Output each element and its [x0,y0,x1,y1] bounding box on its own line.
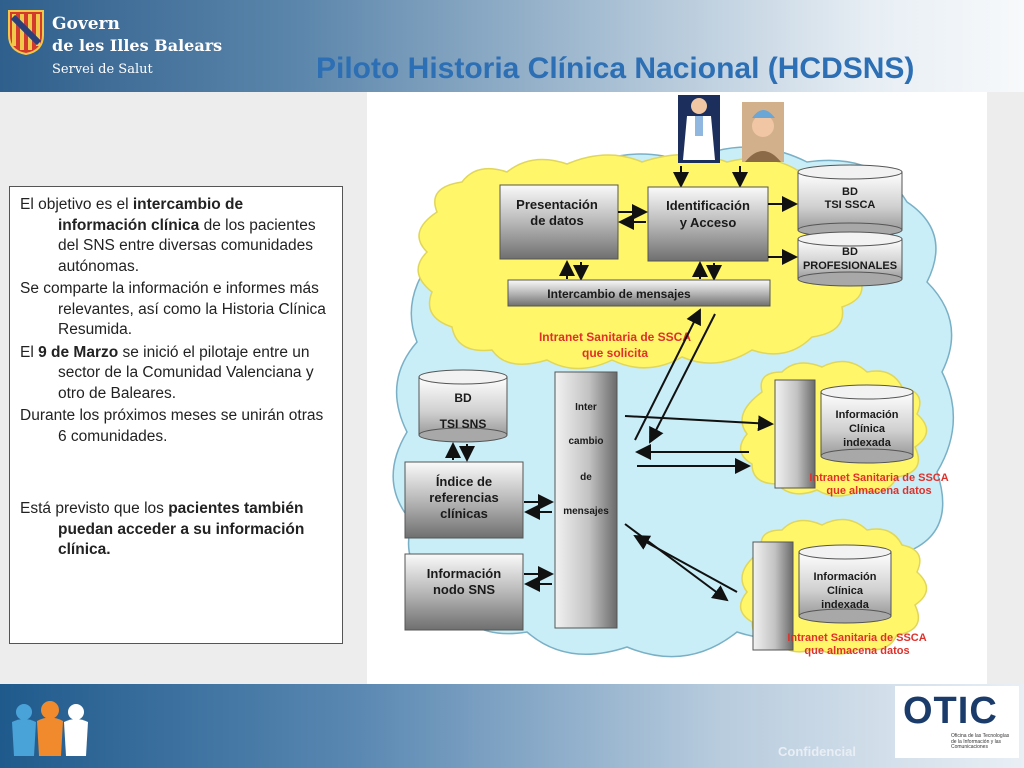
svg-text:clínicas: clínicas [440,506,488,521]
svg-text:BD: BD [842,186,858,198]
confidential-label: Confidencial [778,744,857,759]
svg-text:BD: BD [842,246,858,258]
svg-text:indexada: indexada [843,437,892,449]
svg-text:y Acceso: y Acceso [680,215,737,230]
paragraph-next-months: Durante los próximos meses se unirán otr… [20,407,324,445]
message-exchange-column: Inter cambio de mensajes [554,371,618,629]
clinical-references-index-box: Índice de referencias clínicas [404,461,524,539]
svg-text:Intercambio de mensajes: Intercambio de mensajes [547,287,691,301]
otic-logo-subtitle: Oficina de las Tecnologías de la Informa… [951,733,1010,750]
bd-tsi-ssca-cylinder: BD TSI SSCA [797,164,903,238]
presentation-data-box: Presentación de datos [499,184,619,260]
svg-text:Clínica: Clínica [849,423,886,435]
svg-text:Clínica: Clínica [827,585,864,597]
balearic-shield-icon [8,10,44,55]
storing-intranet-label-1a: Intranet Sanitaria de SSCA [809,472,948,484]
otic-logo: OTIC Oficina de las Tecnologías de la In… [895,686,1019,758]
svg-text:Presentación: Presentación [516,197,598,212]
doctor-icon [678,95,720,163]
otic-logo-word: OTIC [903,690,998,732]
patient-icon [742,102,784,162]
government-name-line2: de les Illes Balears [52,36,223,55]
paragraph-objective: El objetivo es el intercambio de informa… [20,196,316,275]
svg-text:referencias: referencias [429,490,498,505]
svg-text:Identificación: Identificación [666,198,750,213]
bd-tsi-sns-cylinder: BD TSI SNS [418,369,508,443]
svg-text:BD: BD [454,391,472,405]
paragraph-pilot-start: El 9 de Marzo se inició el pilotaje entr… [20,343,314,402]
storing-intranet-label-2a: Intranet Sanitaria de SSCA [787,632,926,644]
government-service: Servei de Salut [52,62,153,77]
svg-text:indexada: indexada [821,599,870,611]
svg-text:cambio: cambio [568,436,603,447]
svg-text:de: de [580,472,592,483]
message-exchange-bar: Intercambio de mensajes [507,279,771,307]
storing-node-column-1 [774,379,816,489]
indexed-clinical-info-cylinder-2: Información Clínica indexada [798,544,892,624]
svg-text:de datos: de datos [530,213,583,228]
svg-text:Información: Información [427,566,501,581]
footer-bar [0,684,1024,768]
svg-text:Información: Información [836,409,899,421]
paragraph-patients-access: Está previsto que los pacientes también … [20,500,305,558]
requesting-intranet-label-1: Intranet Sanitaria de SSCA [539,330,691,344]
requesting-intranet-label-2: que solicita [582,346,648,360]
identification-access-box: Identificación y Acceso [647,186,769,262]
bd-profesionales-cylinder: BD PROFESIONALES [797,231,903,287]
header-bar: Govern de les Illes Balears Servei de Sa… [0,0,1024,92]
svg-text:TSI SNS: TSI SNS [440,417,487,431]
government-name-line1: Govern [52,14,120,34]
svg-text:Información: Información [814,571,877,583]
indexed-clinical-info-cylinder-1: Información Clínica indexada [820,384,914,464]
people-logo-icon [12,701,88,756]
svg-text:Inter: Inter [575,402,597,413]
description-textbox: El objetivo es el intercambio de informa… [9,186,343,644]
storing-node-column-2 [752,541,794,651]
sns-node-info-box: Información nodo SNS [404,553,524,631]
architecture-diagram: Presentación de datos Identificación y A… [367,92,987,684]
svg-text:nodo SNS: nodo SNS [433,582,495,597]
svg-text:PROFESIONALES: PROFESIONALES [803,260,897,272]
svg-text:Índice de: Índice de [436,474,492,489]
storing-intranet-label-2b: que almacena datos [804,645,909,657]
storing-intranet-label-1b: que almacena datos [826,485,931,497]
svg-text:mensajes: mensajes [563,506,609,517]
slide-title: Piloto Historia Clínica Nacional (HCDSNS… [316,52,915,85]
paragraph-shared-info: Se comparte la información e informes má… [20,280,326,338]
svg-text:TSI SSCA: TSI SSCA [825,199,876,211]
